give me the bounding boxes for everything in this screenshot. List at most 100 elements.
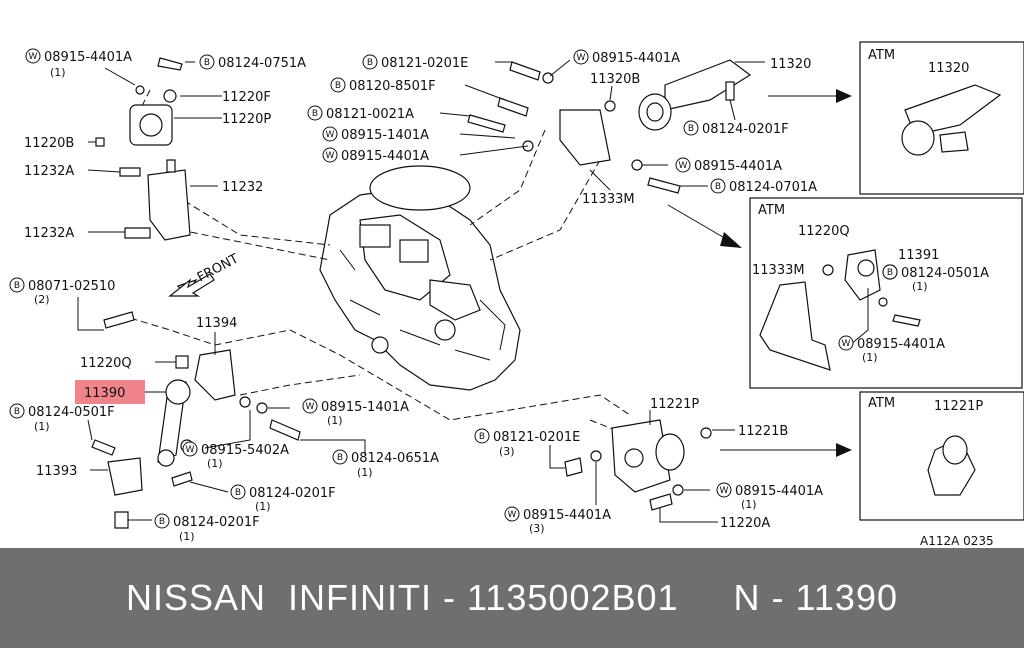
- svg-text:(1): (1): [207, 457, 223, 470]
- mount-11221p-part: [564, 419, 712, 511]
- atm-bottom-part: 11221P: [934, 399, 983, 414]
- callout-w-08915-1401a-low: W 08915-1401A (1): [302, 398, 409, 427]
- callout-w-08915-1401a-top: W 08915-1401A: [322, 126, 429, 143]
- svg-text:08120-8501F: 08120-8501F: [349, 79, 436, 94]
- svg-text:(3): (3): [499, 445, 515, 458]
- callout-w-08915-4401a-mid: W 08915-4401A: [322, 147, 429, 164]
- svg-text:B: B: [479, 432, 485, 442]
- svg-text:W: W: [326, 130, 335, 140]
- engine-transmission-sketch: [319, 165, 521, 391]
- svg-text:08124-0751A: 08124-0751A: [218, 56, 306, 71]
- label-11393: 11393: [36, 464, 77, 479]
- svg-text:08915-1401A: 08915-1401A: [341, 128, 429, 143]
- svg-text:B: B: [14, 281, 20, 291]
- atm-mid-11220q: 11220Q: [798, 224, 850, 239]
- atm-box-top: [859, 41, 1024, 195]
- callout-w-08915-4401a-top2: W 08915-4401A: [573, 49, 680, 66]
- svg-text:(1): (1): [357, 466, 373, 479]
- svg-text:B: B: [688, 124, 694, 134]
- svg-text:08071-02510: 08071-02510: [28, 279, 115, 294]
- svg-text:08121-0201E: 08121-0201E: [493, 430, 580, 445]
- atm-box-bottom: [859, 391, 1024, 521]
- atm-mid-11333m: 11333M: [752, 263, 805, 278]
- svg-text:(1): (1): [34, 420, 50, 433]
- label-front: FRONT: [195, 251, 241, 285]
- label-11221b: 11221B: [738, 424, 788, 439]
- diagram-ref-code: A112A 0235: [920, 534, 994, 548]
- atm-mid-11391: 11391: [898, 248, 939, 263]
- atm-mid-callout-w: W 08915-4401A (1): [838, 335, 945, 364]
- callout-b-08124-0201f-top: B 08124-0201F: [683, 120, 789, 137]
- svg-text:08915-4401A: 08915-4401A: [44, 50, 132, 65]
- svg-text:B: B: [887, 268, 893, 278]
- label-11320: 11320: [770, 57, 811, 72]
- svg-text:(1): (1): [741, 498, 757, 511]
- footer-part-number-text: NISSAN INFINITI - 1135002B01 N - 11390: [126, 577, 898, 618]
- front-arrow-icon: [168, 273, 215, 297]
- highlight-11390: [75, 380, 145, 404]
- label-11394: 11394: [196, 316, 237, 331]
- mount-11320-part: [467, 59, 752, 194]
- callout-b-08121-0201e-low: B 08121-0201E (3): [474, 428, 580, 458]
- atm-top-part: 11320: [928, 61, 969, 76]
- svg-text:W: W: [508, 510, 517, 520]
- label-11220p: 11220P: [222, 112, 271, 127]
- callout-b-08121-0201e-top: B 08121-0201E: [362, 54, 468, 71]
- callout-b-08124-0501f: B 08124-0501F (1): [9, 403, 115, 433]
- svg-text:W: W: [29, 52, 38, 62]
- callout-w-08915-5402a: W 08915-5402A (1): [182, 441, 289, 470]
- svg-text:W: W: [577, 53, 586, 63]
- svg-text:08124-0201F: 08124-0201F: [702, 122, 789, 137]
- svg-text:08915-4401A: 08915-4401A: [592, 51, 680, 66]
- svg-text:08915-4401A: 08915-4401A: [341, 149, 429, 164]
- atm-box-mid: [749, 197, 1023, 389]
- svg-text:08121-0021A: 08121-0021A: [326, 107, 414, 122]
- svg-text:W: W: [326, 151, 335, 161]
- label-11232a-2: 11232A: [24, 226, 74, 241]
- label-11333m: 11333M: [582, 192, 635, 207]
- callout-b-08124-0201f-b: B 08124-0201F (1): [154, 513, 260, 543]
- engine-mount-diagram: W 08915-4401A (1) B 08124-0751A 11220F 1…: [9, 41, 1024, 548]
- svg-text:B: B: [235, 488, 241, 498]
- callout-b-08124-0751a: B 08124-0751A: [199, 54, 306, 71]
- label-11220a: 11220A: [720, 516, 770, 531]
- svg-text:B: B: [14, 407, 20, 417]
- callout-w-08915-4401a-rlow: W 08915-4401A (1): [716, 482, 823, 511]
- svg-text:B: B: [715, 182, 721, 192]
- svg-text:W: W: [720, 486, 729, 496]
- callout-w-08915-4401a-top: W 08915-4401A (1): [25, 48, 132, 79]
- svg-text:08124-0501A: 08124-0501A: [901, 266, 989, 281]
- svg-text:B: B: [159, 517, 165, 527]
- direction-arrows: [168, 89, 852, 457]
- svg-text:B: B: [312, 109, 318, 119]
- svg-text:(1): (1): [50, 66, 66, 79]
- callout-b-08124-0651a: B 08124-0651A (1): [332, 449, 439, 479]
- svg-text:(1): (1): [912, 280, 928, 293]
- svg-text:(2): (2): [34, 293, 50, 306]
- label-11232a-1: 11232A: [24, 164, 74, 179]
- svg-text:08121-0201E: 08121-0201E: [381, 56, 468, 71]
- svg-text:08124-0201F: 08124-0201F: [249, 486, 336, 501]
- callout-b-08120-8501f: B 08120-8501F: [330, 77, 436, 94]
- callout-w-08915-4401a-low: W 08915-4401A (3): [504, 506, 611, 535]
- atm-mid-title: ATM: [758, 203, 785, 218]
- callout-b-08121-0021a: B 08121-0021A: [307, 105, 414, 122]
- label-11320b: 11320B: [590, 72, 640, 87]
- atm-mid-callout-b: B 08124-0501A (1): [882, 264, 989, 293]
- svg-text:08124-0701A: 08124-0701A: [729, 180, 817, 195]
- svg-text:08915-4401A: 08915-4401A: [735, 484, 823, 499]
- svg-text:W: W: [186, 445, 195, 455]
- callout-leaders: [77, 59, 765, 523]
- label-11220b: 11220B: [24, 136, 74, 151]
- label-11390: 11390: [84, 386, 125, 401]
- atm-top-title: ATM: [868, 48, 895, 63]
- label-11220f: 11220F: [222, 90, 271, 105]
- footer-bar: NISSAN INFINITI - 1135002B01 N - 11390: [0, 548, 1024, 648]
- svg-text:08915-4401A: 08915-4401A: [523, 508, 611, 523]
- label-11220q: 11220Q: [80, 356, 132, 371]
- svg-text:W: W: [306, 402, 315, 412]
- svg-text:08915-5402A: 08915-5402A: [201, 443, 289, 458]
- svg-text:W: W: [679, 161, 688, 171]
- callout-b-08124-0201f-a: B 08124-0201F (1): [230, 484, 336, 513]
